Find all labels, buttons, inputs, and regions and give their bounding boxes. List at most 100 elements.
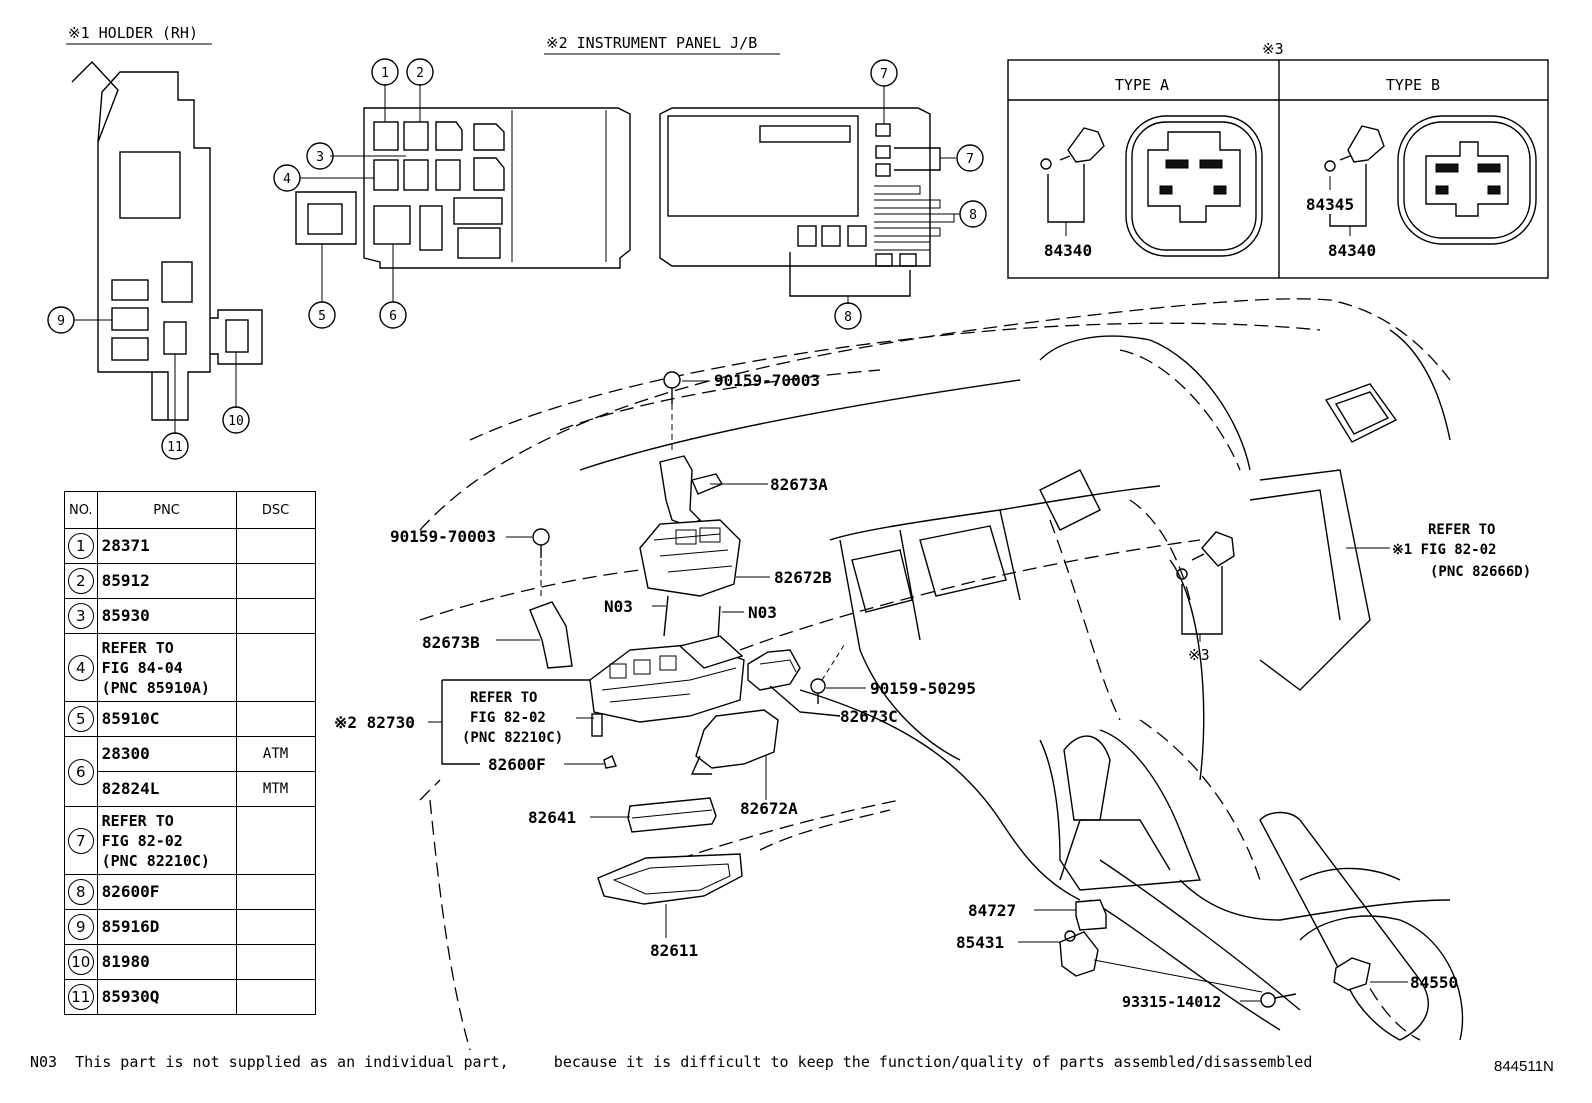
row-number: 7 [64,806,98,875]
pnc-line: 82600F [101,882,160,901]
tray-82611 [597,853,743,938]
pnc-line: 85910C [101,709,160,728]
jb-front-drawing [295,84,631,302]
bolt-90159-50295 [810,641,866,704]
jb-title: ※2 INSTRUMENT PANEL J/B [546,34,757,52]
row-dsc [235,979,316,1015]
type-b-switch: 84345 84340 [1306,125,1385,260]
row-dsc [235,874,316,910]
row-number: 8 [64,874,98,910]
label-bolt-left: 90159-70003 [390,527,496,546]
row-dsc [235,701,316,737]
callout-5: 5 [308,301,336,329]
pnc-line: FIG 84-04 [101,658,183,677]
row-pnc: 82600F [96,874,237,910]
label-82673C: 82673C [840,707,898,726]
callout-markers: 1 2 3 4 5 6 7 7 8 8 9 10 11 [47,58,987,460]
svg-text:7: 7 [880,67,888,82]
row-dsc [235,528,316,564]
type-b-connector [1397,115,1537,245]
part-labels: 90159-70003 82673A 90159-70003 82672B N0… [334,371,1531,1011]
table-row: 3 85930 [64,598,316,634]
holder-drawing [71,60,263,434]
pnc-line: REFER TO [101,638,174,657]
cover-82672B [639,519,770,597]
callout-2: 2 [406,58,434,86]
pnc-line: 81980 [101,952,150,971]
clip-82600F [564,755,617,769]
row-pnc: 82824L [96,771,237,807]
row-pnc: 85916D [96,909,237,945]
mark3-title: ※3 [1262,40,1284,58]
label-82611: 82611 [650,941,698,960]
label-82673A: 82673A [770,475,828,494]
label-82641: 82641 [528,808,576,827]
row-pnc: 28371 [96,528,237,564]
label-mark3-main: ※3 [1188,646,1210,664]
bolt-93315-14012 [1240,992,1297,1008]
row-dsc [235,944,316,980]
pnc-line: 85916D [101,917,160,936]
pnc-line: 85930Q [101,987,160,1006]
row-dsc [235,563,316,599]
label-refer-a2: FIG 82-02 [470,710,546,726]
row-pnc: 85930 [96,598,237,634]
pnc-line: 85930 [101,606,150,625]
label-85431: 85431 [956,933,1004,952]
callout-circle: 4 [67,654,94,681]
row-number: 5 [64,701,98,737]
row-pnc: 85912 [96,563,237,599]
label-refer-b1: REFER TO [1428,522,1495,538]
type-a-switch: 84340 [1040,127,1105,260]
row-pnc: 85910C [96,701,237,737]
label-bolt-right: 90159-50295 [870,679,976,698]
callout-11: 11 [161,432,189,460]
label-refer-b3: (PNC 82666D) [1430,564,1531,580]
row-dsc [235,633,316,702]
part-84727 [1034,899,1107,931]
callout-8a: 8 [959,200,987,228]
callout-circle: 7 [67,827,94,854]
label-82600F: 82600F [488,755,546,774]
svg-text:10: 10 [228,414,244,429]
row-number: 6 [64,736,98,807]
pnc-line: 28300 [101,744,150,763]
label-n03-left: N03 [604,597,633,616]
svg-text:8: 8 [969,208,977,223]
callout-circle: 2 [67,568,94,594]
bracket-82673B [496,601,573,669]
jb-rear-drawing [659,86,960,304]
row-number: 1 [64,528,98,564]
callout-9: 9 [47,306,75,334]
callout-4: 4 [273,164,301,192]
label-refer-b2: ※1 FIG 82-02 [1392,542,1496,558]
callout-3: 3 [306,142,334,170]
dashboard-outline [419,298,1464,1051]
callout-circle: 10 [67,949,94,975]
pnc-line: 28371 [101,536,150,555]
table-row: 2 85912 [64,563,316,599]
svg-text:8: 8 [844,310,852,325]
row-pnc: 85930Q [96,979,237,1015]
pnc-line: (PNC 82210C) [101,851,210,870]
callout-circle: 6 [67,758,94,785]
footnote: N03 This part is not supplied as an indi… [30,1053,1313,1071]
callout-circle: 3 [67,603,94,629]
bracket-82673C [747,649,841,717]
svg-text:6: 6 [389,309,397,324]
bolt-90159-70003-top [663,371,710,450]
header-dsc: DSC [235,491,316,529]
pnc-line: 85912 [101,571,150,590]
svg-text:2: 2 [416,66,424,81]
row-dsc [235,598,316,634]
callout-circle: 5 [67,706,94,732]
type-box: TYPE A TYPE B 84340 84345 [1007,59,1549,279]
